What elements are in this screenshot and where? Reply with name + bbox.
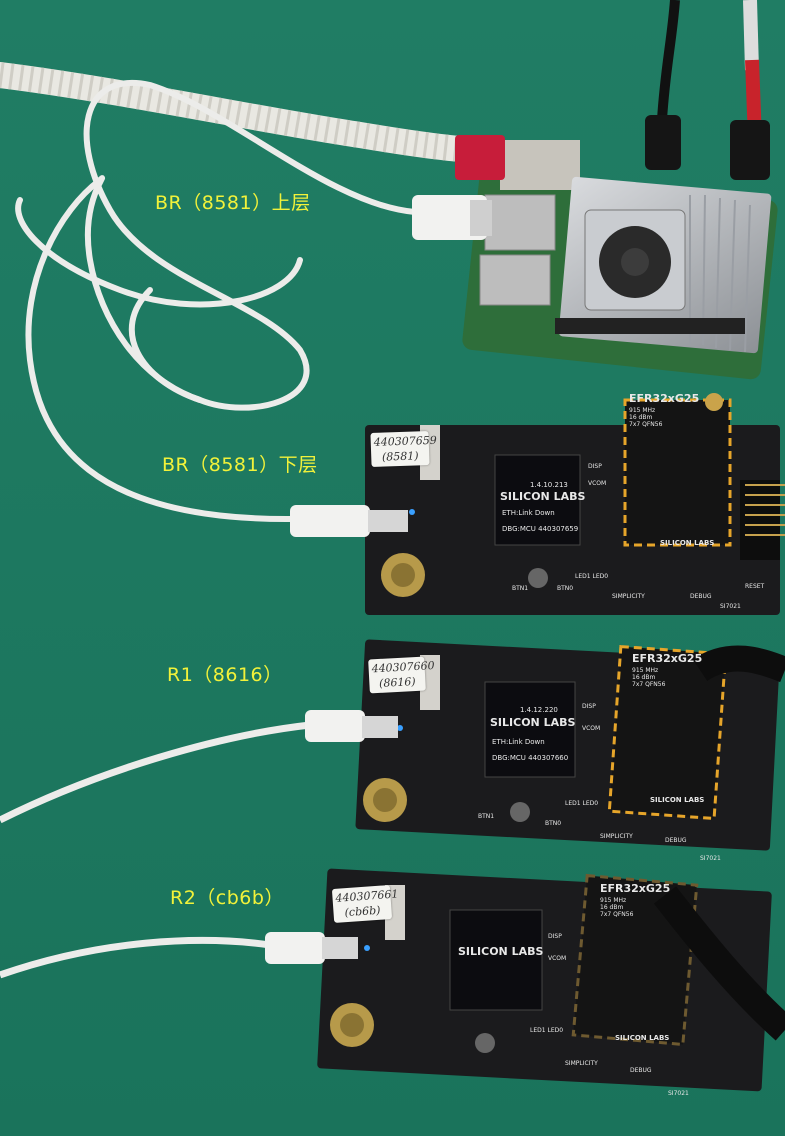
board1-sticker-short: (8581) [381,449,419,464]
board1-status: ETH:Link Down [502,509,555,517]
board2-version: 1.4.12.220 [520,706,558,714]
board1-vcom: VCOM [588,480,606,487]
board2-module-name: EFR32xG25 [632,652,702,665]
board2-vcom: VCOM [582,725,600,732]
black-power-cable [657,0,680,121]
board1-module-name: EFR32xG25 [629,392,699,405]
board2-btn0: BTN0 [545,820,561,827]
board1-btn0: BTN0 [557,585,573,592]
board1-module-power: 16 dBm [629,414,652,421]
board2-status: ETH:Link Down [492,738,545,746]
board3-si7021: SI7021 [668,1090,689,1097]
board2-simplicity: SIMPLICITY [600,833,633,840]
board2-module-brand: SILICON LABS [650,796,704,804]
board3-sticker-short: (cb6b) [344,903,381,920]
board2-module-freq: 915 MHz [632,667,658,674]
board3-module-pkg: 7x7 QFN56 [600,911,634,918]
red-power-cable [743,0,759,71]
board3-simplicity: SIMPLICITY [565,1060,598,1067]
label-r1: R1（8616） [167,664,283,686]
dev-board-2 [0,639,785,851]
board1-module-freq: 915 MHz [629,407,655,414]
label-br-lower: BR（8581）下层 [162,454,318,476]
board3-vcom: VCOM [548,955,566,962]
usb-cable-loops [15,80,418,523]
label-r2: R2（cb6b） [170,887,284,909]
board3-sticker: 440307661 (cb6b) [331,885,399,923]
board3-module-freq: 915 MHz [600,897,626,904]
board3-debug: DEBUG [630,1067,652,1074]
board1-sticker: 440307659 (8581) [370,430,437,468]
board2-module-power: 16 dBm [632,674,655,681]
board2-sticker-short: (8616) [378,675,416,690]
board2-module-pkg: 7x7 QFN56 [632,681,666,688]
board1-si7021: SI7021 [720,603,741,610]
board3-brand: SILICON LABS [458,945,543,958]
board2-disp: DISP [582,703,596,710]
board1-serial: DBG:MCU 440307659 [502,525,578,533]
board1-disp: DISP [588,463,602,470]
dev-board-3 [0,868,785,1092]
label-br-upper: BR（8581）上层 [155,192,311,214]
board1-debug: DEBUG [690,593,712,600]
board1-btn1: BTN1 [512,585,528,592]
board3-module-brand: SILICON LABS [615,1034,669,1042]
board1-version: 1.4.10.213 [530,481,568,489]
board1-brand: SILICON LABS [500,490,585,503]
board1-reset: RESET [745,583,765,590]
usb-a-plug [412,195,487,240]
dev-board-1 [290,393,785,615]
board1-module-brand: SILICON LABS [660,539,714,547]
board2-led: LED1 LED0 [565,800,598,807]
board2-debug: DEBUG [665,837,687,844]
board1-led: LED1 LED0 [575,573,608,580]
board3-module-power: 16 dBm [600,904,623,911]
board2-btn1: BTN1 [478,813,494,820]
raspberry-pi [455,135,778,380]
board2-si7021: SI7021 [700,855,721,862]
board2-serial: DBG:MCU 440307660 [492,754,568,762]
red-ethernet-plug [455,135,505,180]
board3-disp: DISP [548,933,562,940]
board2-brand: SILICON LABS [490,716,575,729]
board2-sticker: 440307660 (8616) [368,656,435,694]
board1-simplicity: SIMPLICITY [612,593,645,600]
board3-led: LED1 LED0 [530,1027,563,1034]
board1-module-pkg: 7x7 QFN56 [629,421,663,428]
board3-module-name: EFR32xG25 [600,882,670,895]
